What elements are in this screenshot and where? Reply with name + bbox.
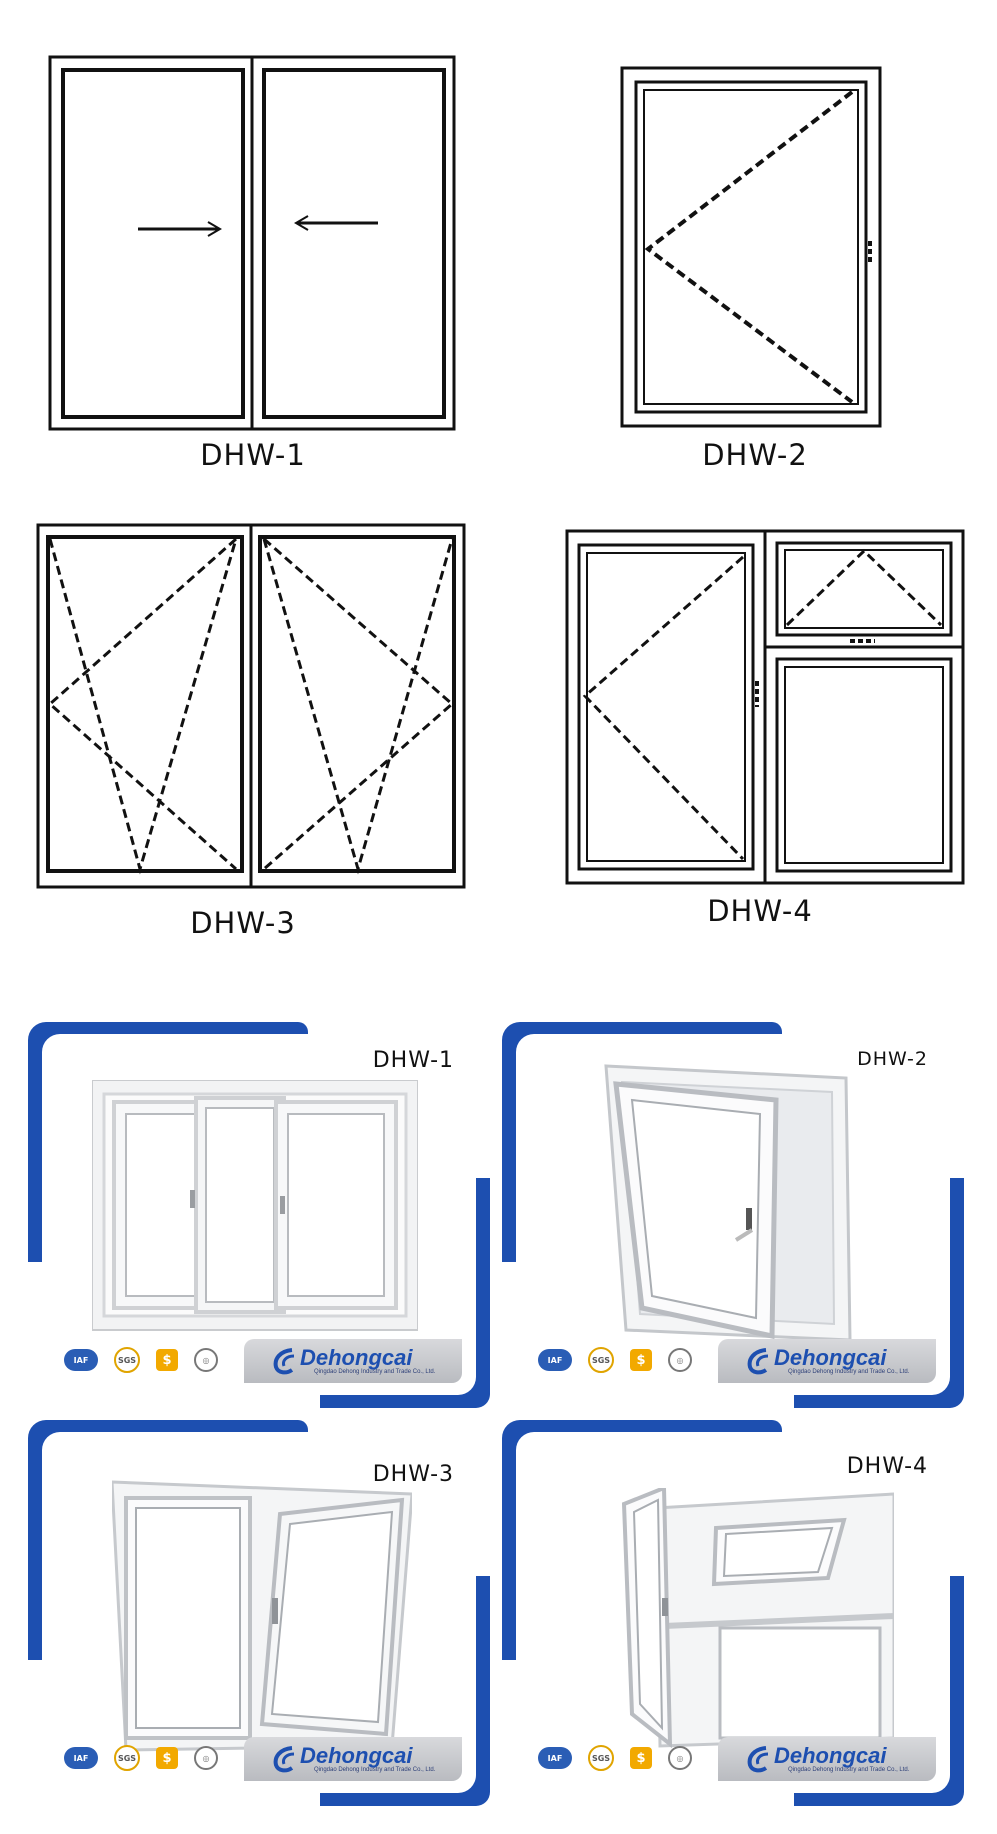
seal-badge-icon: ◎	[668, 1746, 692, 1770]
sgs-badge-icon: SGS	[114, 1347, 140, 1373]
sgs-badge-icon: SGS	[588, 1745, 614, 1771]
brand-company: Qingdao Dehong Industry and Trade Co., L…	[788, 1369, 910, 1375]
diagram-dhw-4	[565, 529, 965, 885]
combination-window-photo	[604, 1488, 894, 1750]
brand-logo-icon	[273, 1746, 295, 1773]
brand-company: Qingdao Dehong Industry and Trade Co., L…	[788, 1767, 910, 1773]
dollar-badge-icon: $	[630, 1349, 652, 1371]
brand-logo-icon	[273, 1348, 295, 1375]
product-title: DHW-4	[846, 1454, 928, 1479]
iaf-badge-icon: IAF	[64, 1747, 98, 1769]
seal-badge-icon: ◎	[194, 1746, 218, 1770]
product-card-dhw-4: DHW-4 IAF SGS $ ◎ Dehongcai	[502, 1420, 964, 1806]
dollar-badge-icon: $	[156, 1349, 178, 1371]
sgs-badge-icon: SGS	[588, 1347, 614, 1373]
casement-window-photo	[586, 1060, 866, 1350]
diagram-label-dhw-1: DHW-1	[200, 438, 306, 472]
product-title: DHW-3	[372, 1462, 454, 1487]
brand-name: Dehongcai	[774, 1345, 887, 1370]
card-panel: DHW-2 IAF SGS $ ◎ Dehongcai Qingdao Deh	[516, 1034, 950, 1395]
brand-bar: Dehongcai Qingdao Dehong Industry and Tr…	[718, 1737, 936, 1781]
diagram-dhw-2	[620, 66, 884, 430]
certification-logos: IAF SGS $ ◎	[64, 1347, 218, 1373]
brand-logo-icon	[747, 1746, 769, 1773]
brand-name: Dehongcai	[774, 1743, 887, 1768]
certification-logos: IAF SGS $ ◎	[538, 1745, 692, 1771]
brand-name: Dehongcai	[300, 1743, 413, 1768]
diagram-label-dhw-2: DHW-2	[702, 438, 808, 472]
brand-company: Qingdao Dehong Industry and Trade Co., L…	[314, 1369, 436, 1375]
brand-bar: Dehongcai Qingdao Dehong Industry and Tr…	[718, 1339, 936, 1383]
dollar-badge-icon: $	[156, 1747, 178, 1769]
diagram-label-dhw-4: DHW-4	[707, 894, 813, 928]
iaf-badge-icon: IAF	[64, 1349, 98, 1371]
seal-badge-icon: ◎	[194, 1348, 218, 1372]
product-title: DHW-1	[372, 1048, 454, 1073]
tilt-turn-window-photo	[112, 1478, 412, 1754]
brand-logo-icon	[747, 1348, 769, 1375]
sliding-window-photo	[92, 1080, 418, 1338]
brand-company: Qingdao Dehong Industry and Trade Co., L…	[314, 1767, 436, 1773]
certification-logos: IAF SGS $ ◎	[64, 1745, 218, 1771]
brand-bar: Dehongcai Qingdao Dehong Industry and Tr…	[244, 1339, 462, 1383]
certification-logos: IAF SGS $ ◎	[538, 1347, 692, 1373]
card-panel: DHW-1 IAF SGS $ ◎	[42, 1034, 476, 1395]
brand-bar: Dehongcai Qingdao Dehong Industry and Tr…	[244, 1737, 462, 1781]
card-panel: DHW-4 IAF SGS $ ◎ Dehongcai	[516, 1432, 950, 1793]
diagram-label-dhw-3: DHW-3	[190, 906, 296, 940]
product-card-dhw-1: DHW-1 IAF SGS $ ◎	[28, 1022, 490, 1408]
product-card-dhw-3: DHW-3 IAF SGS $ ◎ Dehongcai Qingdao Deh	[28, 1420, 490, 1806]
diagram-dhw-1	[48, 55, 458, 435]
brand-name: Dehongcai	[300, 1345, 413, 1370]
iaf-badge-icon: IAF	[538, 1349, 572, 1371]
seal-badge-icon: ◎	[668, 1348, 692, 1372]
product-title: DHW-2	[857, 1048, 928, 1070]
card-panel: DHW-3 IAF SGS $ ◎ Dehongcai Qingdao Deh	[42, 1432, 476, 1793]
sgs-badge-icon: SGS	[114, 1745, 140, 1771]
product-card-dhw-2: DHW-2 IAF SGS $ ◎ Dehongcai Qingdao Deh	[502, 1022, 964, 1408]
dollar-badge-icon: $	[630, 1747, 652, 1769]
diagram-dhw-3	[36, 523, 466, 889]
iaf-badge-icon: IAF	[538, 1747, 572, 1769]
